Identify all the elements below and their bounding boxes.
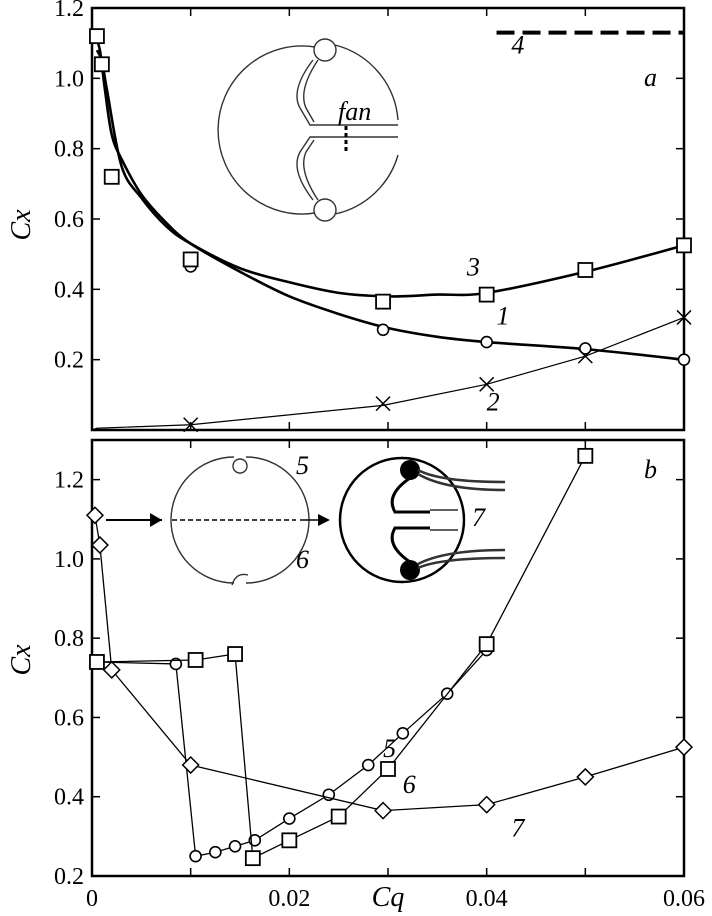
series-5-marker-4 bbox=[228, 839, 242, 853]
panel-b-plot: 567 bbox=[85, 447, 694, 867]
series-7-marker-4 bbox=[374, 801, 393, 820]
inset-label-5: 5 bbox=[296, 451, 309, 480]
series-6-label: 6 bbox=[403, 770, 416, 799]
series-1-marker-2 bbox=[376, 323, 390, 337]
series-6-marker-2 bbox=[227, 646, 243, 662]
panel-a-ytick-label-0.8: 0.8 bbox=[54, 137, 84, 163]
panel-a-plot: 1 2 3 4 bbox=[89, 28, 692, 433]
series-3-marker-0 bbox=[89, 28, 105, 45]
series-3-marker-3 bbox=[182, 251, 199, 268]
series-7-label: 7 bbox=[511, 813, 525, 842]
series-3-marker-7 bbox=[676, 237, 692, 254]
series-2-marker-3-stroke-2 bbox=[577, 348, 593, 364]
series-2-marker-2-stroke-2 bbox=[479, 376, 495, 392]
panel-a-ytick-label-1.0: 1.0 bbox=[54, 66, 84, 92]
series-7-marker-3 bbox=[181, 755, 200, 775]
series-5-marker-3 bbox=[209, 845, 222, 859]
series-3-marker-4 bbox=[375, 293, 391, 310]
series-1-marker-4 bbox=[579, 342, 592, 355]
panel-b-ticks: 0.2 0.4 0.6 0.8 1.0 1.2 0 0.02 0.04 0.06 bbox=[54, 440, 705, 912]
series-2-marker-4 bbox=[676, 309, 692, 325]
panel-a-ylabel: Cx bbox=[6, 209, 37, 241]
panel-b-ytick-label-0.2: 0.2 bbox=[54, 864, 84, 890]
series-5-label: 5 bbox=[383, 734, 396, 763]
panel-a-frame bbox=[90, 6, 686, 432]
series-3-marker-6 bbox=[577, 262, 594, 278]
inset-label-6: 6 bbox=[296, 545, 309, 574]
series-2-marker-0-stroke-2 bbox=[183, 417, 199, 433]
panel-a-inset-diagram: fan bbox=[217, 38, 399, 222]
panel-b-ytick-label-0.4: 0.4 bbox=[54, 785, 84, 811]
panel-b-xtick-label-0.06: 0.06 bbox=[663, 886, 705, 912]
panel-b-xtick-label-0.04: 0.04 bbox=[466, 886, 508, 912]
panel-b-xtick-label-0.02: 0.02 bbox=[268, 886, 310, 912]
series-6-marker-5 bbox=[330, 808, 347, 825]
series-2-marker-0 bbox=[183, 417, 199, 433]
panel-b-ytick-label-0.8: 0.8 bbox=[54, 626, 84, 652]
panel-b-xtick-label-0: 0 bbox=[86, 886, 98, 912]
series-7-marker-1 bbox=[90, 535, 109, 555]
series-7-marker-2 bbox=[102, 660, 121, 679]
series-2-marker-1 bbox=[375, 396, 391, 412]
series-6-marker-4 bbox=[281, 832, 298, 849]
panel-a-ytick-label-1.2: 1.2 bbox=[54, 0, 84, 22]
series-7-marker-5 bbox=[477, 795, 496, 814]
panel-b-ytick-label-0.6: 0.6 bbox=[54, 705, 84, 731]
series-3-label: 3 bbox=[466, 252, 480, 281]
series-1-marker-5 bbox=[677, 353, 691, 366]
series-7-line bbox=[94, 515, 685, 812]
series-2-marker-3 bbox=[577, 348, 593, 364]
series-1-line bbox=[93, 35, 685, 361]
panel-b-ytick-label-1.2: 1.2 bbox=[54, 468, 84, 494]
series-5-marker-6 bbox=[283, 812, 296, 825]
series-5-marker-2 bbox=[189, 849, 202, 863]
series-2-marker-2 bbox=[479, 376, 495, 392]
series-5-marker-9 bbox=[396, 727, 410, 740]
series-3-marker-5 bbox=[478, 286, 495, 303]
series-6-marker-8 bbox=[577, 447, 594, 464]
series-7-marker-0 bbox=[85, 506, 105, 525]
series-6-marker-7 bbox=[478, 636, 495, 653]
panel-b-xlabel: Cq bbox=[372, 882, 405, 913]
series-6-marker-6 bbox=[380, 761, 396, 777]
series-5-line bbox=[96, 649, 488, 857]
panel-a-ticks: 0.2 0.4 0.6 0.8 1.0 1.2 bbox=[54, 0, 684, 430]
panel-b-ytick-label-1.0: 1.0 bbox=[54, 547, 84, 573]
series-2-marker-1-stroke-2 bbox=[375, 396, 391, 412]
series-7-marker-7 bbox=[674, 738, 694, 757]
series-3-marker-1 bbox=[93, 56, 110, 73]
panel-b-ylabel: Cx bbox=[6, 644, 37, 676]
series-3-marker-2 bbox=[103, 168, 120, 185]
series-6-marker-1 bbox=[187, 652, 204, 668]
panel-b-label: b bbox=[644, 455, 657, 484]
series-4-label: 4 bbox=[511, 31, 524, 60]
series-6-marker-3 bbox=[244, 850, 261, 867]
series-1-marker-3 bbox=[480, 335, 493, 349]
series-2-label: 2 bbox=[487, 388, 500, 417]
series-5-marker-1 bbox=[169, 657, 183, 671]
panel-a-ytick-label-0.6: 0.6 bbox=[54, 207, 84, 233]
panel-a-ytick-label-0.2: 0.2 bbox=[54, 348, 84, 374]
series-2-marker-4-stroke-2 bbox=[676, 309, 692, 325]
series-2-line bbox=[91, 316, 685, 431]
panel-a-label: a bbox=[644, 63, 657, 92]
series-6-marker-0 bbox=[89, 654, 105, 670]
panel-a-ytick-label-0.4: 0.4 bbox=[54, 277, 84, 303]
panel-b-inset-diagram: 5 6 7 bbox=[106, 451, 506, 586]
series-5-marker-8 bbox=[361, 758, 375, 772]
series-7-marker-6 bbox=[576, 767, 595, 786]
series-1-label: 1 bbox=[497, 302, 510, 331]
inset-label-7: 7 bbox=[472, 503, 486, 532]
inset-fan-label: fan bbox=[338, 97, 371, 126]
